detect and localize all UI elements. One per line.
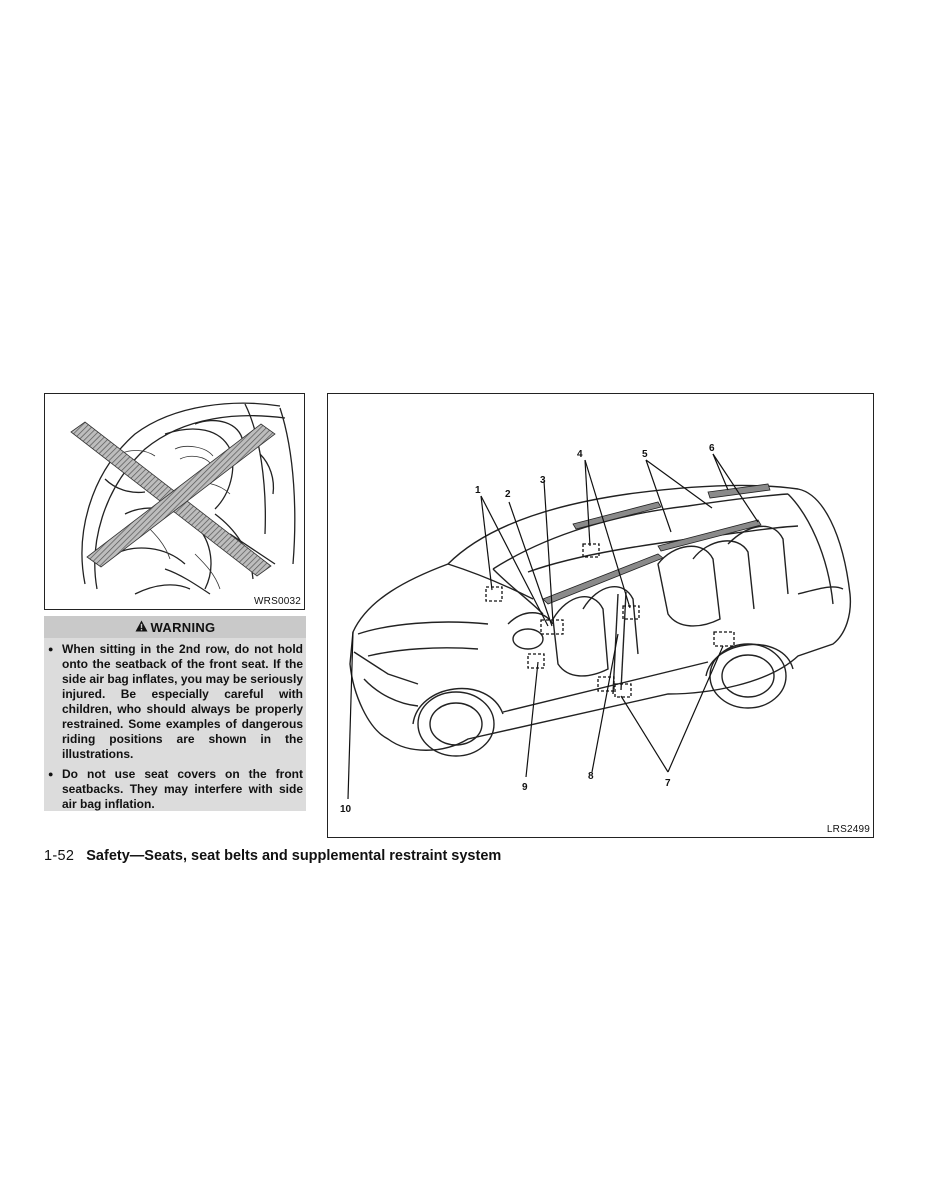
vehicle-drawing: 1 2 3 4 5 6 7 8 9 10	[340, 443, 852, 815]
page-number: 1-52	[44, 848, 75, 864]
dangerous-position-illustration: WRS0032	[44, 393, 305, 610]
cross-bar-2	[86, 423, 276, 568]
callout-1: 1	[475, 485, 481, 496]
section-title: Safety—Seats, seat belts and supplementa…	[86, 848, 502, 864]
dangerous-position-drawing	[70, 402, 296, 595]
callout-10: 10	[340, 804, 352, 815]
figure-code: LRS2499	[826, 824, 870, 835]
warning-title: WARNING	[150, 619, 216, 635]
warning-body: ● When sitting in the 2nd row, do not ho…	[44, 638, 306, 811]
callout-5: 5	[642, 449, 648, 460]
callout-4: 4	[577, 449, 583, 460]
bullet-icon: ●	[48, 769, 54, 779]
airbag-location-illustration: 1 2 3 4 5 6 7 8 9 10 LRS2499	[327, 393, 874, 838]
figure-code: WRS0032	[254, 596, 301, 607]
warning-icon	[135, 620, 148, 635]
warning-item-text: Do not use seat covers on the front seat…	[62, 767, 303, 811]
callout-2: 2	[505, 489, 511, 500]
page-footer: 1-52 Safety—Seats, seat belts and supple…	[44, 848, 501, 864]
callout-8: 8	[588, 771, 594, 782]
callout-7: 7	[665, 778, 671, 789]
callout-9: 9	[522, 782, 528, 793]
warning-item-text: When sitting in the 2nd row, do not hold…	[62, 642, 303, 761]
callout-6: 6	[709, 443, 715, 454]
warning-item: ● When sitting in the 2nd row, do not ho…	[48, 642, 303, 762]
warning-item: ● Do not use seat covers on the front se…	[48, 767, 303, 812]
callout-3: 3	[540, 475, 546, 486]
warning-header: WARNING	[44, 616, 306, 638]
bullet-icon: ●	[48, 644, 54, 654]
